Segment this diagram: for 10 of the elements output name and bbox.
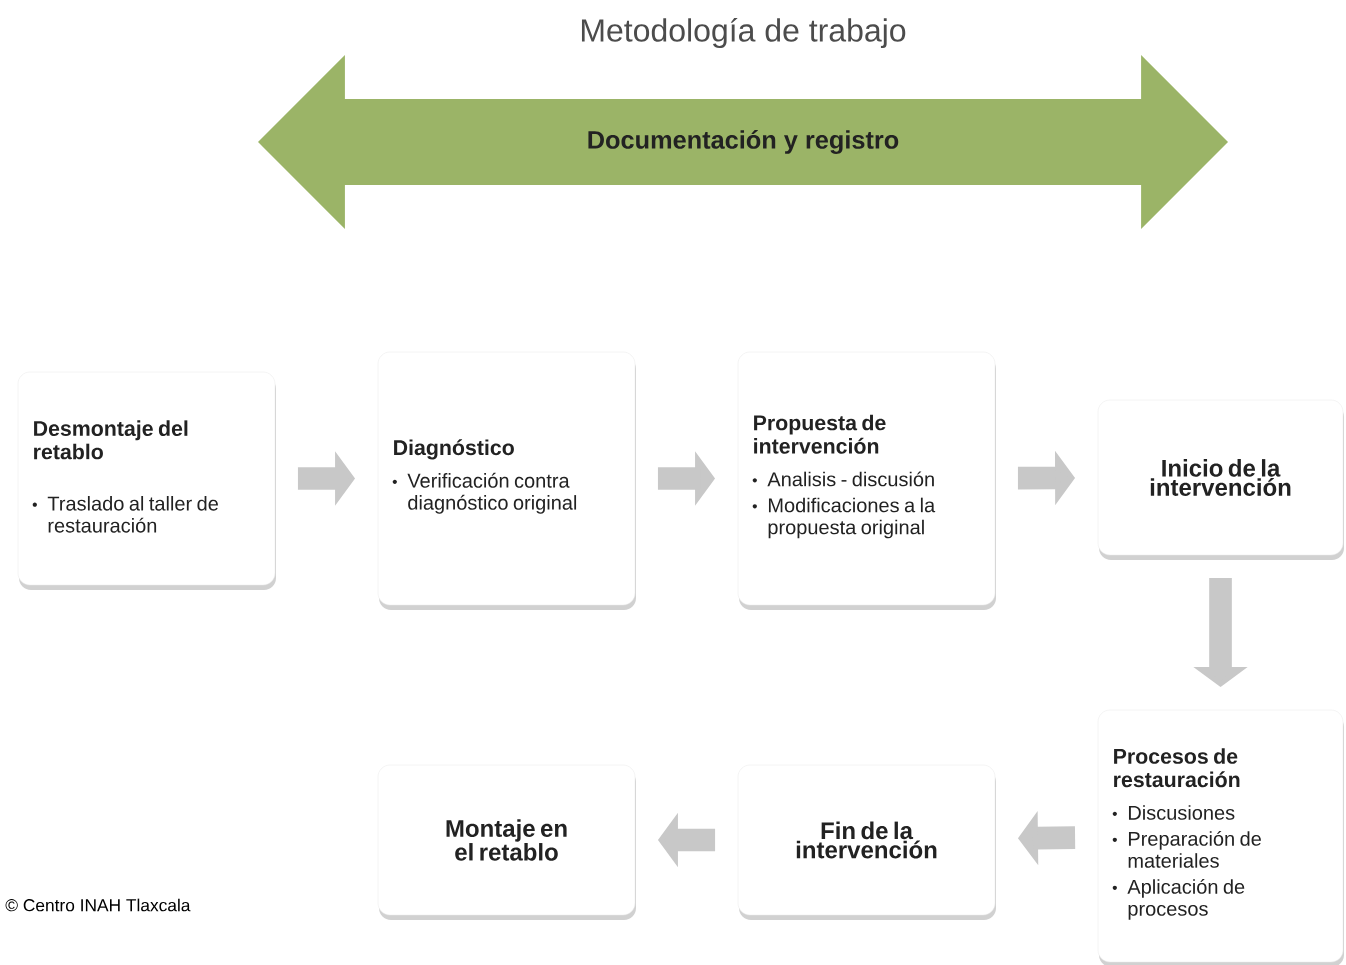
title: Metodología de trabajo	[581, 17, 906, 49]
process-box: Fin de la intervención	[737, 764, 996, 920]
copyright-note: © Centro INAH Tlaxcala	[5, 898, 191, 912]
process-box: Diagnóstico Verificación contra diagnóstico original	[377, 351, 636, 610]
process-box: Montaje en el retablo	[377, 764, 636, 920]
process-box: Inicio de la intervención	[1097, 399, 1344, 560]
process-box: Desmontaje del retablo Traslado al taller de restauración	[17, 371, 276, 590]
process-box: Procesos de restauración Discusiones Preparación de materiales Aplicación de procesos	[1097, 709, 1344, 965]
double-arrow-band: Documentación y registro	[258, 55, 1228, 229]
process-box: Propuesta de intervención Analisis - discusión Modificaciones a la propuesta original	[737, 351, 996, 610]
